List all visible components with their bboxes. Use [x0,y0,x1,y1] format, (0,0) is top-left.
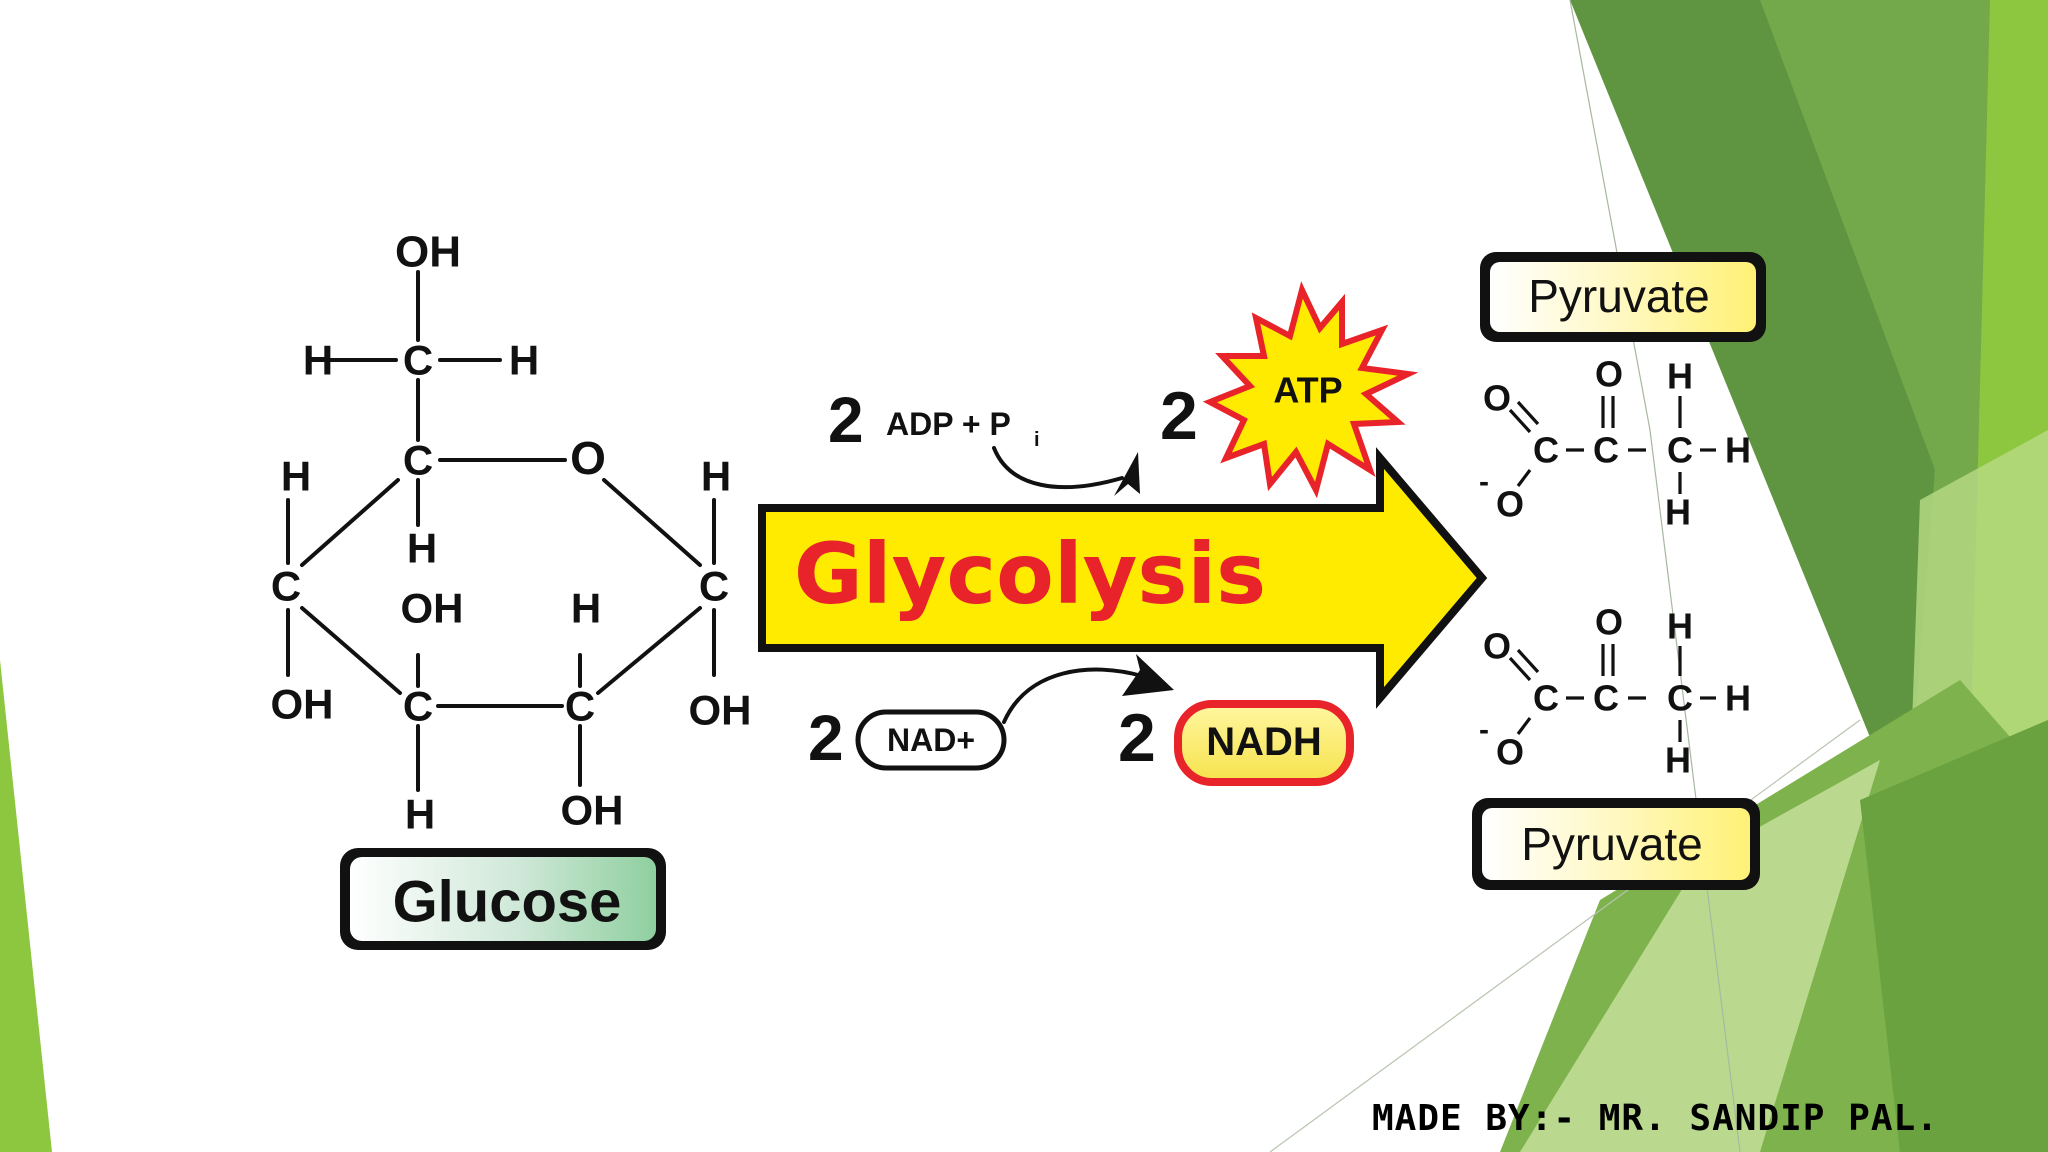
atp-starburst [1202,281,1419,499]
adp-coefficient: 2 [828,384,864,456]
glucose-c2-oh: OH [561,787,624,834]
glucose-c6-oh: OH [395,228,461,277]
glucose-c1: C [699,563,729,610]
pi-subscript: i [1034,429,1040,451]
glucose-c6-h-left: H [303,337,333,384]
pyruvate-top-c3: C [1667,430,1693,471]
glucose-c4-h: H [281,453,311,500]
atp-output: 2 ATP [1160,281,1419,499]
pyruvate-top: Pyruvate O C C O C H H H - O [1479,252,1766,533]
pyruvate-bottom: O C C O C H H H - O Pyruvate [1472,602,1760,890]
pyruvate-bottom-h-up: H [1667,606,1693,647]
pyruvate-top-o-minus: O [1496,484,1524,525]
glucose-c2-h: H [571,585,601,632]
glucose-c2: C [565,683,595,730]
left-green-strip [0,660,52,1152]
nadh-label: NADH [1206,720,1322,764]
glucose-c5: C [403,437,433,484]
glucose-c5-h: H [407,525,437,572]
adp-arrowhead [1114,452,1140,496]
atp-coefficient: 2 [1160,378,1198,454]
glucose-c1-oh: OH [689,687,752,734]
pyruvate-bottom-h-down: H [1665,740,1691,781]
pyruvate-bottom-h-right: H [1725,678,1751,719]
nadh-coefficient: 2 [1118,700,1156,776]
bottom-right-dark [1860,720,2048,1152]
pyruvate-top-c1: C [1533,430,1559,471]
adp-input: 2 ADP + P i [828,384,1140,496]
glucose-c3-h: H [405,791,435,838]
decor-line-3 [1649,429,1741,1152]
pyruvate-top-minus: - [1479,466,1489,499]
decor-line-2 [1269,719,1861,1152]
glucose-structure: OH H C H C O H H C OH H C OH OH C H H C … [271,228,752,838]
nadh-output: 2 NADH [1118,700,1354,786]
pyruvate-bottom-minus: - [1479,714,1489,747]
decor-line-1 [1569,0,1651,431]
glucose-c6: C [403,337,433,384]
atp-label: ATP [1273,370,1342,411]
pyruvate-top-c2: C [1593,430,1619,471]
pyruvate-bottom-c1: C [1533,678,1559,719]
bottom-right-pale [1520,760,1880,1152]
pyruvate-bottom-c2: C [1593,678,1619,719]
adp-label: ADP + P [886,406,1011,442]
pyruvate-top-label: Pyruvate [1528,270,1710,322]
pyruvate-bottom-o-minus: O [1496,732,1524,773]
pyruvate-bottom-o-keto: O [1595,602,1623,643]
nad-coefficient: 2 [808,702,844,774]
pyruvate-bottom-label: Pyruvate [1521,818,1703,870]
glycolysis-label: Glycolysis [794,525,1266,623]
credit-text: MADE BY:- MR. SANDIP PAL. [1372,1098,1939,1139]
glucose-c3-oh: OH [401,585,464,632]
pyruvate-top-o-keto: O [1595,354,1623,395]
pyruvate-top-h-up: H [1667,356,1693,397]
pyruvate-bottom-c3: C [1667,678,1693,719]
glucose-c3: C [403,683,433,730]
glucose-c1-h: H [701,453,731,500]
nad-arrowhead [1122,654,1174,696]
glucose-c4: C [271,563,301,610]
glycolysis-arrow: Glycolysis [758,447,1488,709]
glucose-label: Glucose [393,870,622,935]
nad-label: NAD+ [887,722,975,758]
pyruvate-top-o-double: O [1483,378,1511,419]
pyruvate-top-h-right: H [1725,430,1751,471]
pyruvate-bottom-o-double: O [1483,626,1511,667]
glucose-label-box: Glucose [340,848,666,950]
pyruvate-top-h-down: H [1665,492,1691,533]
glucose-c6-h-right: H [509,337,539,384]
glucose-ring-oxygen: O [570,432,606,484]
glucose-c4-oh: OH [271,681,334,728]
nad-input: 2 NAD+ [808,654,1174,774]
